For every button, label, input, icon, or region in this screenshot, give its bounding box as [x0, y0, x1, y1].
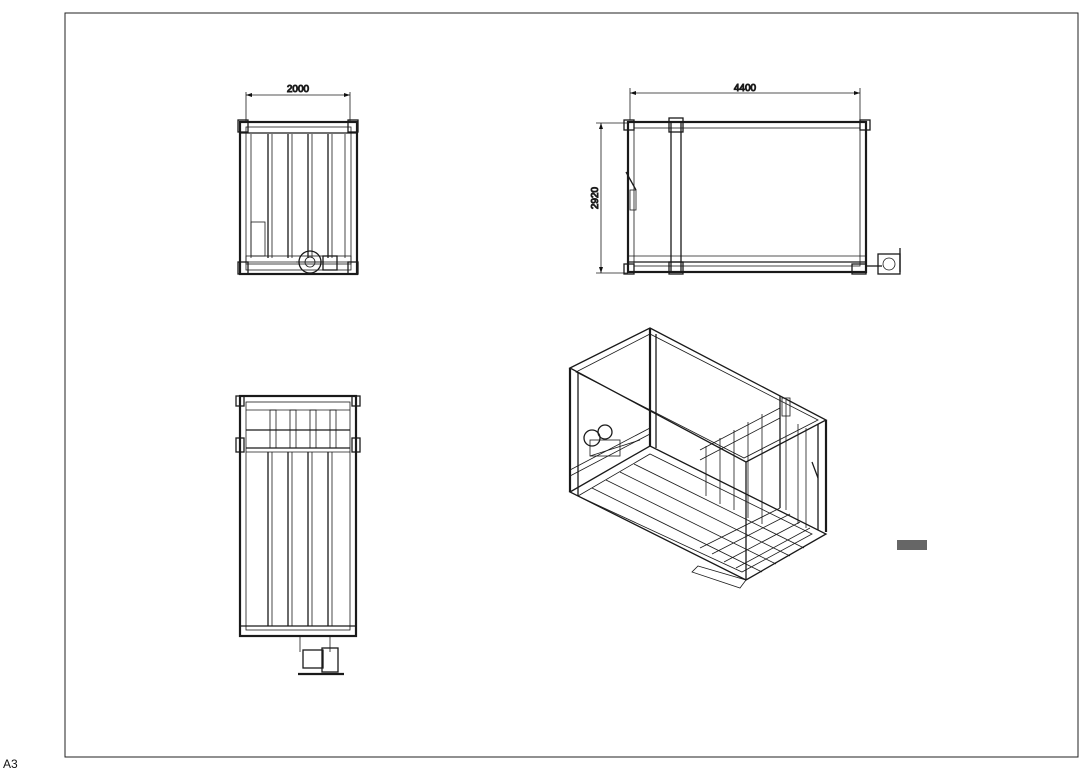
- drawing-frame: [64, 12, 1079, 758]
- sheet-size-label: A3: [3, 757, 18, 771]
- dimension-top-height: 2920: [590, 122, 628, 274]
- side-view: [235, 394, 361, 676]
- dimension-front-width: 2000: [245, 84, 351, 122]
- dimension-label-2000: 2000: [287, 84, 310, 95]
- dimension-label-4400: 4400: [734, 83, 757, 94]
- dimension-label-2920: 2920: [590, 186, 601, 209]
- gray-marker: [897, 540, 927, 550]
- dimension-top-length: 4400: [629, 83, 861, 120]
- front-view: 2000: [237, 84, 359, 276]
- top-view: 4400 2920: [590, 83, 901, 275]
- isometric-view: [568, 327, 828, 589]
